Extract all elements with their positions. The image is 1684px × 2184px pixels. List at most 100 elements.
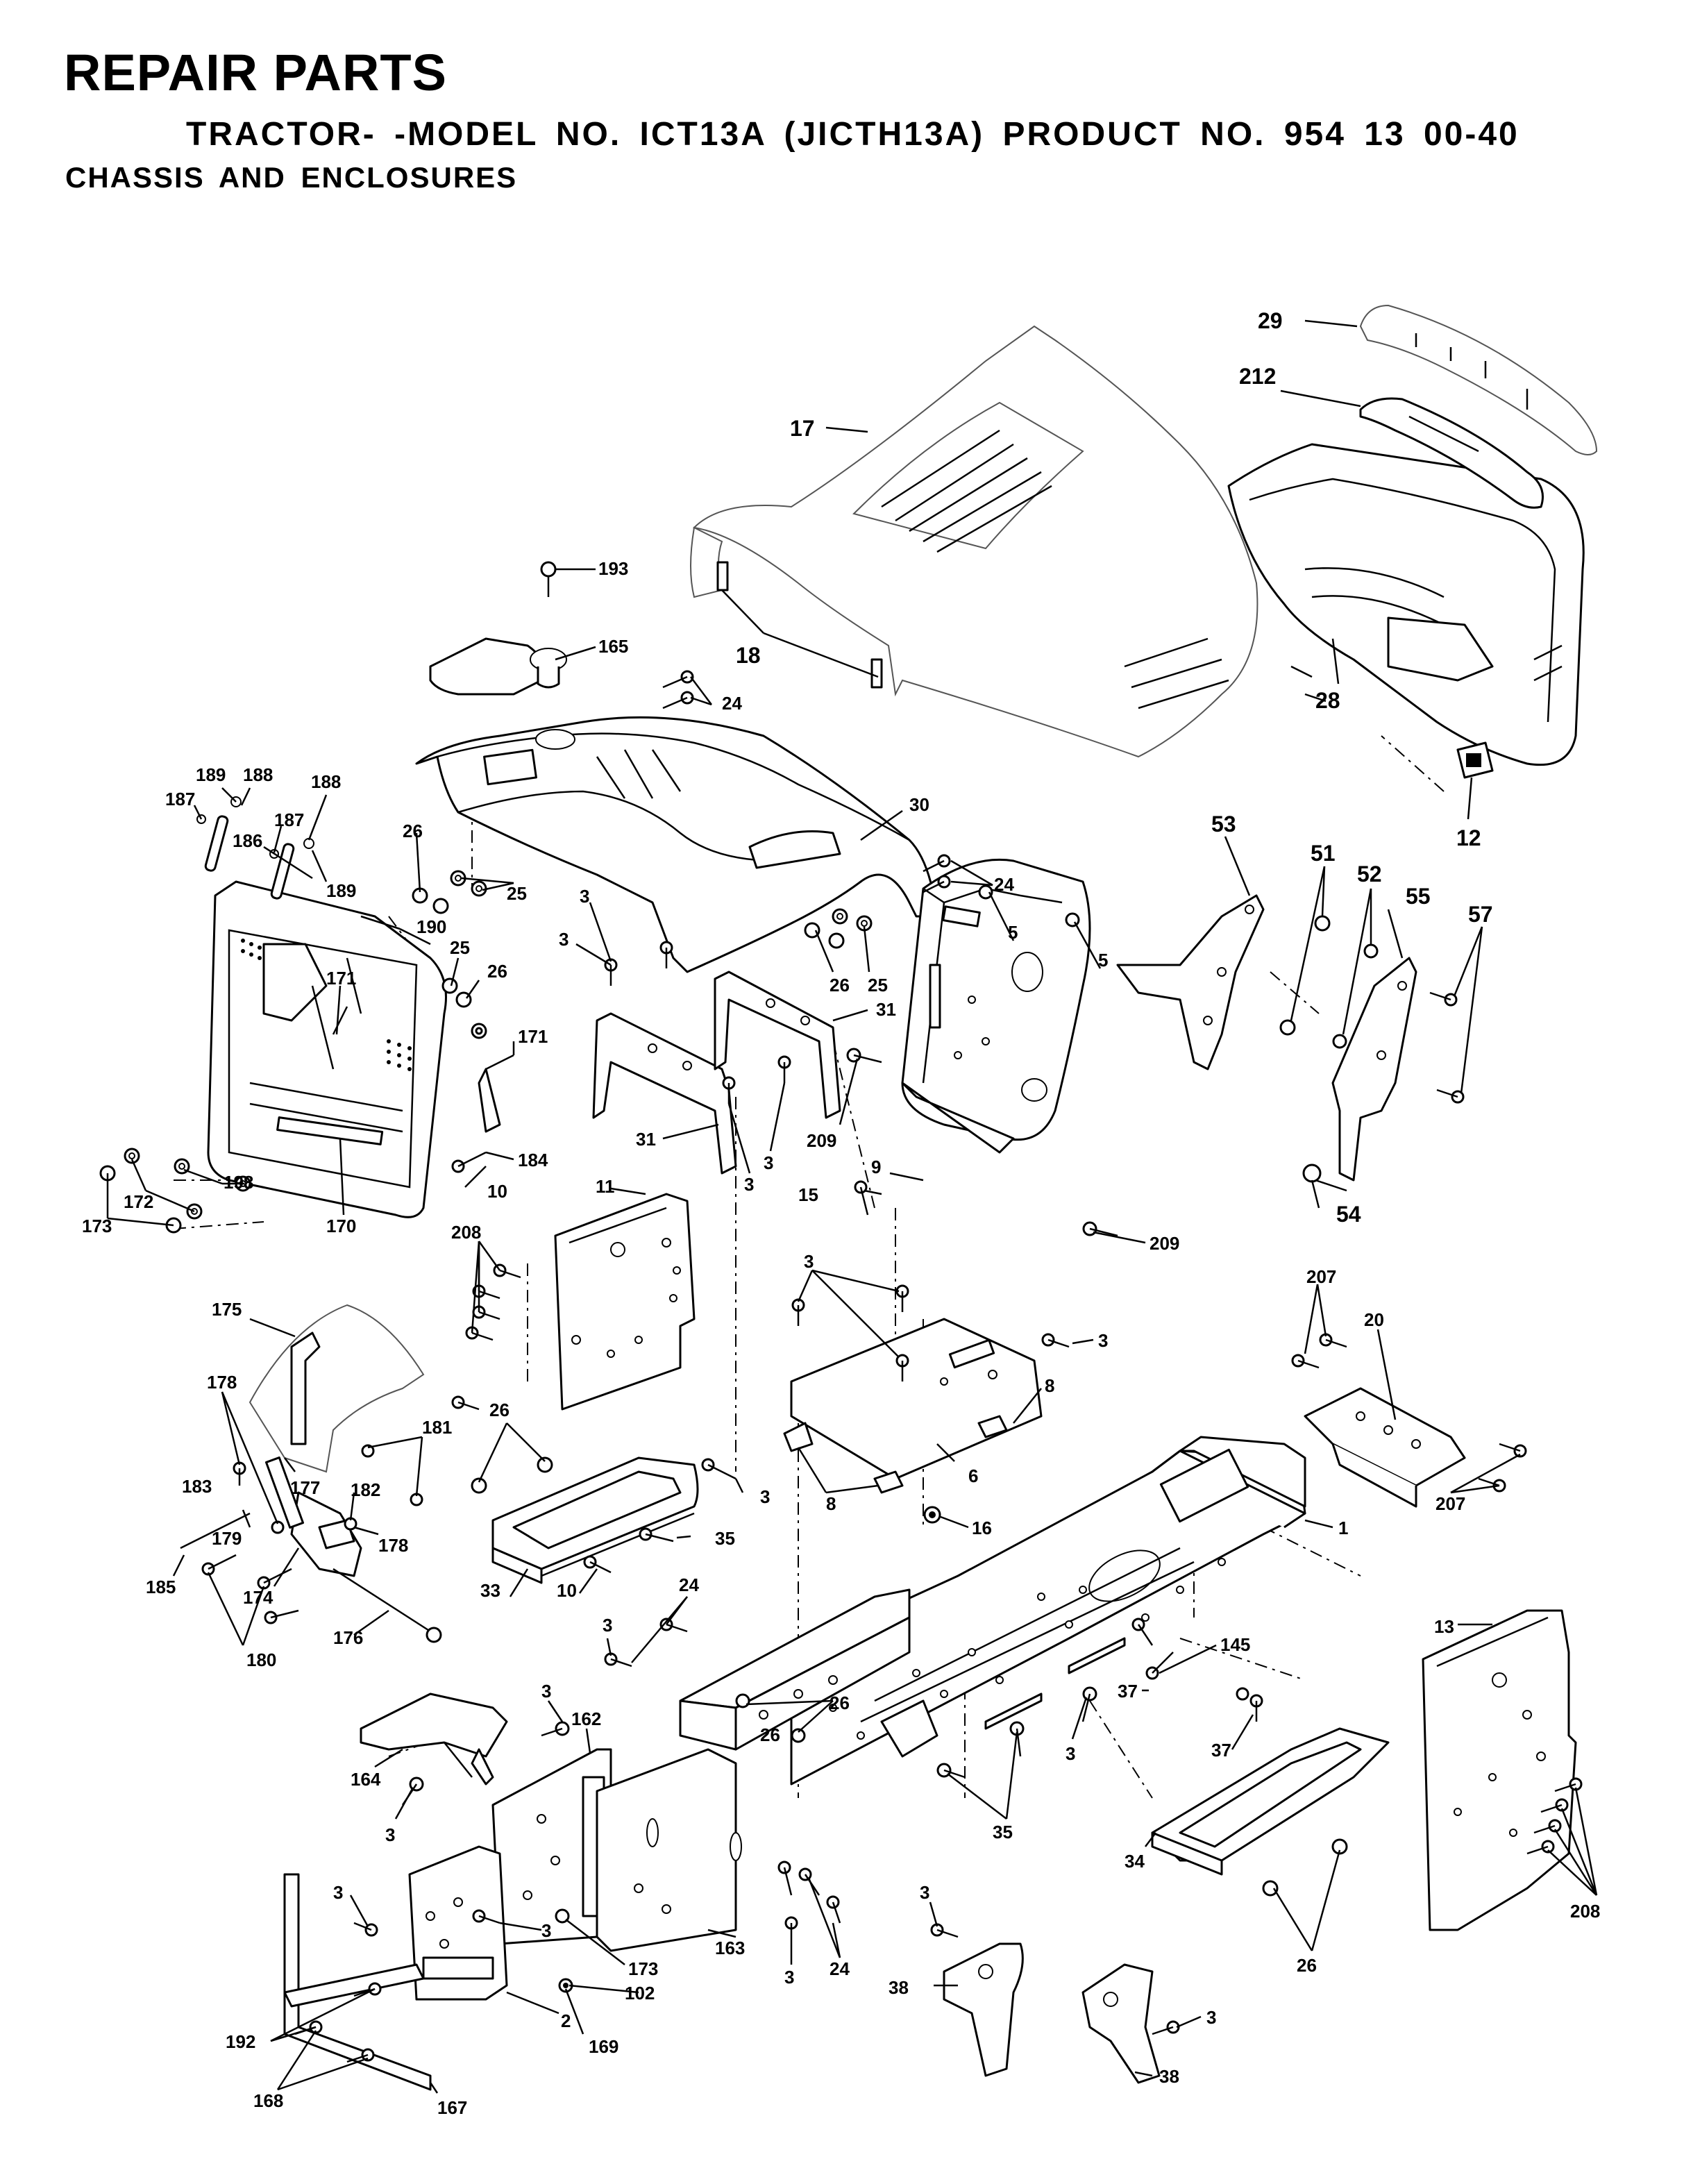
hinge-links-part-186 xyxy=(196,796,314,900)
bracket-part-53 xyxy=(1116,894,1265,1070)
side-panel-part-163 xyxy=(596,1748,742,1952)
control-part-174 xyxy=(265,1456,362,1577)
callout-193: 193 xyxy=(598,558,628,579)
callout-8: 8 xyxy=(826,1493,836,1514)
cover-part-175 xyxy=(249,1304,425,1473)
bracket-part-20 xyxy=(1304,1387,1466,1508)
callout-13: 13 xyxy=(1434,1616,1454,1637)
callout-186: 186 xyxy=(233,830,262,851)
callout-176: 176 xyxy=(333,1627,363,1648)
callout-178: 178 xyxy=(378,1535,408,1556)
callout-54: 54 xyxy=(1336,1202,1361,1227)
callout-187: 187 xyxy=(165,789,195,809)
callout-189: 189 xyxy=(326,880,356,901)
callout-171: 171 xyxy=(326,968,356,989)
page-subtitle: TRACTOR- -MODEL NO. ICT13A (JICTH13A) PR… xyxy=(186,116,1519,153)
callout-209: 209 xyxy=(1150,1233,1179,1254)
callout-51: 51 xyxy=(1311,841,1336,866)
callout-208: 208 xyxy=(451,1222,481,1243)
footrest-part-34 xyxy=(1151,1727,1390,1876)
callout-181: 181 xyxy=(422,1417,452,1438)
callout-57: 57 xyxy=(1468,902,1493,927)
clip-part-12 xyxy=(1456,741,1494,779)
bolts-part-208-right xyxy=(1526,1777,1583,1855)
callout-26: 26 xyxy=(403,821,423,841)
callout-175: 175 xyxy=(212,1299,242,1320)
bracket-part-55 xyxy=(1331,957,1417,1182)
hood-trim-part-29 xyxy=(1359,304,1598,455)
callout-162: 162 xyxy=(571,1708,601,1729)
callout-17: 17 xyxy=(790,416,815,441)
callout-165: 165 xyxy=(598,636,628,657)
callout-169: 169 xyxy=(589,2036,618,2057)
panel-part-6 xyxy=(790,1318,1043,1480)
callout-37: 37 xyxy=(1211,1740,1231,1761)
bracket-part-38-right xyxy=(1081,1963,1161,2084)
callout-188: 188 xyxy=(311,771,341,792)
callout-8: 8 xyxy=(1045,1375,1054,1396)
callout-30: 30 xyxy=(909,794,929,815)
bracket-part-31-left xyxy=(592,1012,737,1175)
callout-3: 3 xyxy=(744,1174,754,1195)
callout-24: 24 xyxy=(830,1958,850,1979)
callout-178: 178 xyxy=(207,1372,237,1393)
callout-180: 180 xyxy=(246,1649,276,1670)
callout-1: 1 xyxy=(1338,1518,1348,1538)
callout-102: 102 xyxy=(625,1983,655,2004)
callout-6: 6 xyxy=(968,1465,978,1486)
callout-3: 3 xyxy=(559,929,569,950)
callout-3: 3 xyxy=(1066,1743,1075,1764)
callout-16: 16 xyxy=(972,1518,992,1538)
callout-31: 31 xyxy=(636,1129,656,1150)
callout-3: 3 xyxy=(333,1882,343,1903)
callout-5: 5 xyxy=(1098,950,1108,971)
rod-part-185 xyxy=(180,1512,251,1549)
callout-20: 20 xyxy=(1364,1309,1384,1330)
bolts-part-171 xyxy=(332,1006,514,1070)
callout-26: 26 xyxy=(760,1724,780,1745)
side-panel-part-13 xyxy=(1422,1609,1577,1931)
callout-190: 190 xyxy=(416,916,446,937)
callout-26: 26 xyxy=(1297,1955,1317,1976)
callout-163: 163 xyxy=(715,1938,745,1958)
callout-172: 172 xyxy=(124,1191,153,1212)
frame-holes xyxy=(829,1558,1226,1740)
callout-207: 207 xyxy=(1306,1266,1336,1287)
callout-38: 38 xyxy=(1159,2066,1179,2087)
cap-part-165 xyxy=(429,637,567,696)
callout-labels: 29 212 17 28 12 18 193 165 24 30 24 189 … xyxy=(82,308,1600,2118)
callout-2: 2 xyxy=(561,2010,571,2031)
leader-lines xyxy=(106,319,1598,2094)
callout-25: 25 xyxy=(868,975,888,996)
callout-164: 164 xyxy=(351,1769,381,1790)
callout-52: 52 xyxy=(1357,862,1382,887)
callout-184: 184 xyxy=(518,1150,548,1170)
callout-212: 212 xyxy=(1239,364,1276,389)
callout-3: 3 xyxy=(385,1824,395,1845)
callout-10: 10 xyxy=(557,1580,577,1601)
callout-9: 9 xyxy=(871,1157,881,1177)
callout-26: 26 xyxy=(487,961,507,982)
callout-55: 55 xyxy=(1406,884,1431,909)
callout-177: 177 xyxy=(290,1477,320,1498)
callout-173: 173 xyxy=(82,1216,112,1236)
hood-trim-part-212 xyxy=(1359,397,1544,509)
callout-3: 3 xyxy=(760,1486,770,1507)
callout-179: 179 xyxy=(212,1528,242,1549)
callout-26: 26 xyxy=(489,1400,510,1420)
callout-31: 31 xyxy=(876,999,896,1020)
bolt-part-193 xyxy=(540,561,557,597)
callout-38: 38 xyxy=(889,1977,909,1998)
callout-3: 3 xyxy=(580,886,589,907)
callout-34: 34 xyxy=(1125,1851,1145,1872)
callout-37: 37 xyxy=(1118,1681,1138,1702)
fasteners-misc xyxy=(201,884,1465,2063)
callout-3: 3 xyxy=(920,1882,929,1903)
frame-rail-left xyxy=(679,1616,911,1751)
callout-171: 171 xyxy=(518,1026,548,1047)
callout-187: 187 xyxy=(274,809,304,830)
callout-145: 145 xyxy=(1220,1634,1250,1655)
callout-167: 167 xyxy=(437,2097,467,2118)
callout-3: 3 xyxy=(603,1615,612,1636)
